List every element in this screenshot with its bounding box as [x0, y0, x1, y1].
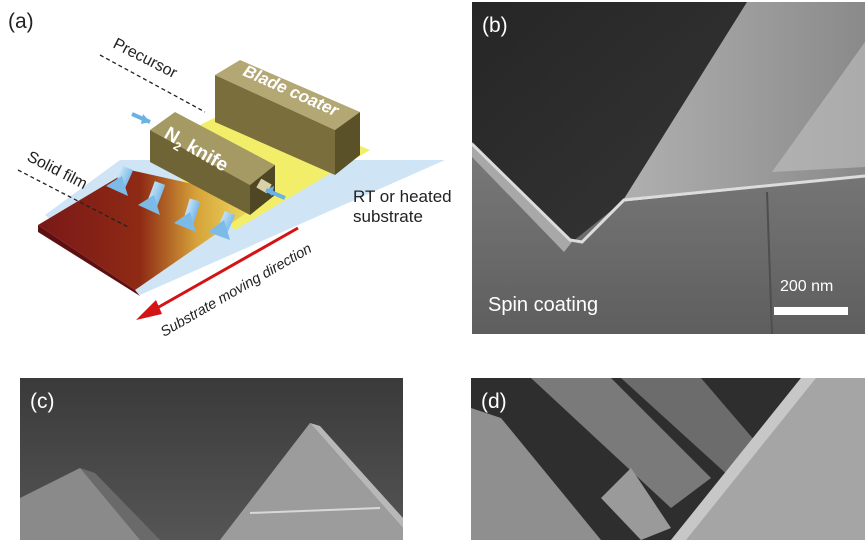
blade-coating-schematic: Blade coater N2 knife Precursor — [17, 35, 452, 340]
panel-a-label: (a) — [8, 10, 34, 33]
solid-film — [38, 170, 265, 290]
moving-direction-arrow-icon — [149, 226, 299, 314]
panel-b-label: (b) — [482, 14, 508, 37]
panel-d-sem-image: (d) — [471, 378, 865, 540]
panel-b-sem-image: (b) Spin coating 200 nm — [472, 2, 865, 334]
panel-d-label: (d) — [481, 390, 507, 413]
sem-micrograph-c — [20, 378, 403, 540]
panel-c-sem-image: (c) — [20, 378, 403, 540]
panel-a-schematic: Blade coater N2 knife Precursor — [0, 0, 465, 360]
rt-heated-label-line2: substrate — [353, 207, 423, 226]
solid-film-leader-line — [17, 169, 131, 229]
precursor-label: Precursor — [110, 35, 180, 82]
scale-bar — [774, 307, 848, 315]
rt-heated-label-line1: RT or heated — [353, 187, 452, 206]
sem-micrograph-b — [472, 2, 865, 334]
n2-knife — [150, 112, 275, 215]
sem-micrograph-d — [471, 378, 865, 540]
precursor-leader-line — [99, 54, 206, 113]
gas-flow-arrows — [106, 165, 236, 240]
scale-bar-label: 200 nm — [780, 278, 834, 295]
panel-c-label: (c) — [30, 390, 55, 413]
spin-coating-label: Spin coating — [488, 294, 599, 316]
solid-film-label: Solid film — [24, 148, 90, 193]
blade-coater — [215, 60, 360, 175]
